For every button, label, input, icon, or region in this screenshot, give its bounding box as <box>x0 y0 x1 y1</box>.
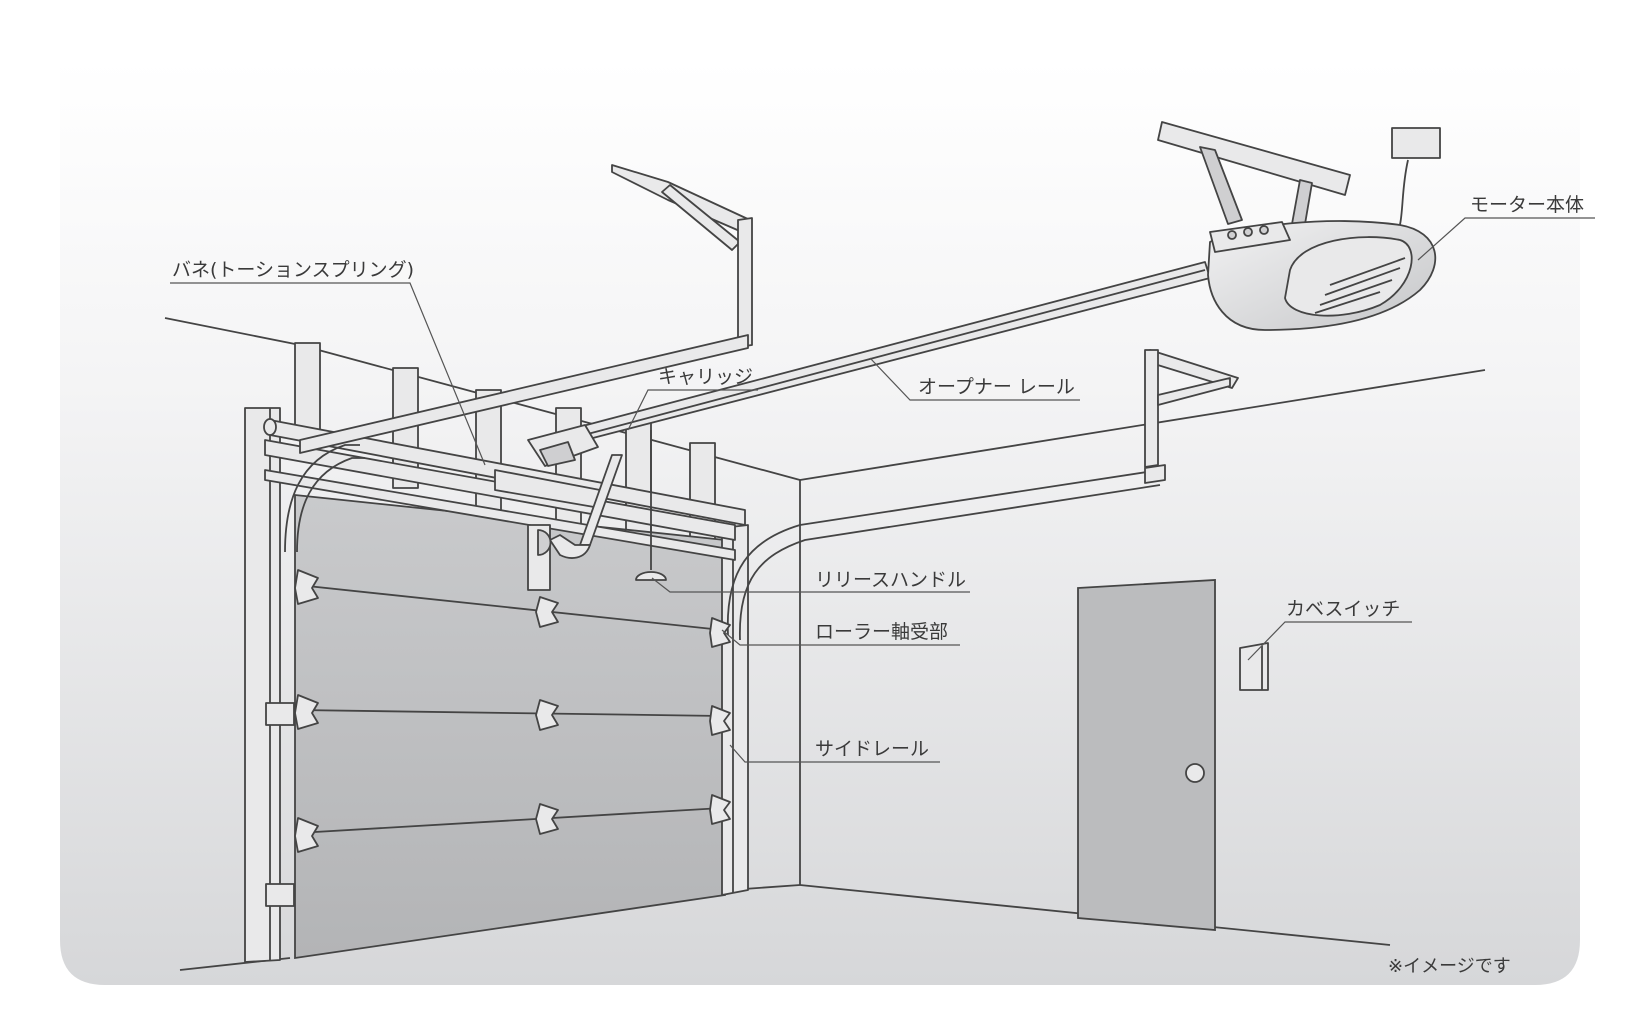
release-handle <box>635 430 667 581</box>
label-release-handle: リリースハンドル <box>815 569 967 591</box>
label-roller: ローラー軸受部 <box>815 621 949 643</box>
garage-door <box>294 494 726 960</box>
label-carriage: キャリッジ <box>658 366 754 388</box>
label-wall-switch: カベスイッチ <box>1286 598 1401 620</box>
image-note: ※イメージです <box>1388 956 1511 977</box>
label-side-rail: サイドレール <box>815 738 930 760</box>
label-spring: バネ(トーションスプリング) <box>172 259 415 281</box>
rollers <box>294 569 731 853</box>
left-jamb <box>244 407 295 963</box>
ceiling-hangers <box>299 164 1239 468</box>
header-and-spring <box>263 418 746 561</box>
motor-vents <box>1314 257 1406 314</box>
leader-lines <box>170 217 1595 763</box>
right-curved-track <box>726 464 1166 641</box>
wall-switch-box <box>1239 642 1269 691</box>
motor-unit <box>1157 121 1441 331</box>
room-outline <box>164 317 1486 971</box>
label-motor: モーター本体 <box>1470 194 1585 216</box>
label-opener-rail: オープナー レール <box>918 376 1075 398</box>
side-door <box>1077 579 1216 931</box>
carriage <box>527 424 623 591</box>
left-curved-track <box>284 444 365 553</box>
